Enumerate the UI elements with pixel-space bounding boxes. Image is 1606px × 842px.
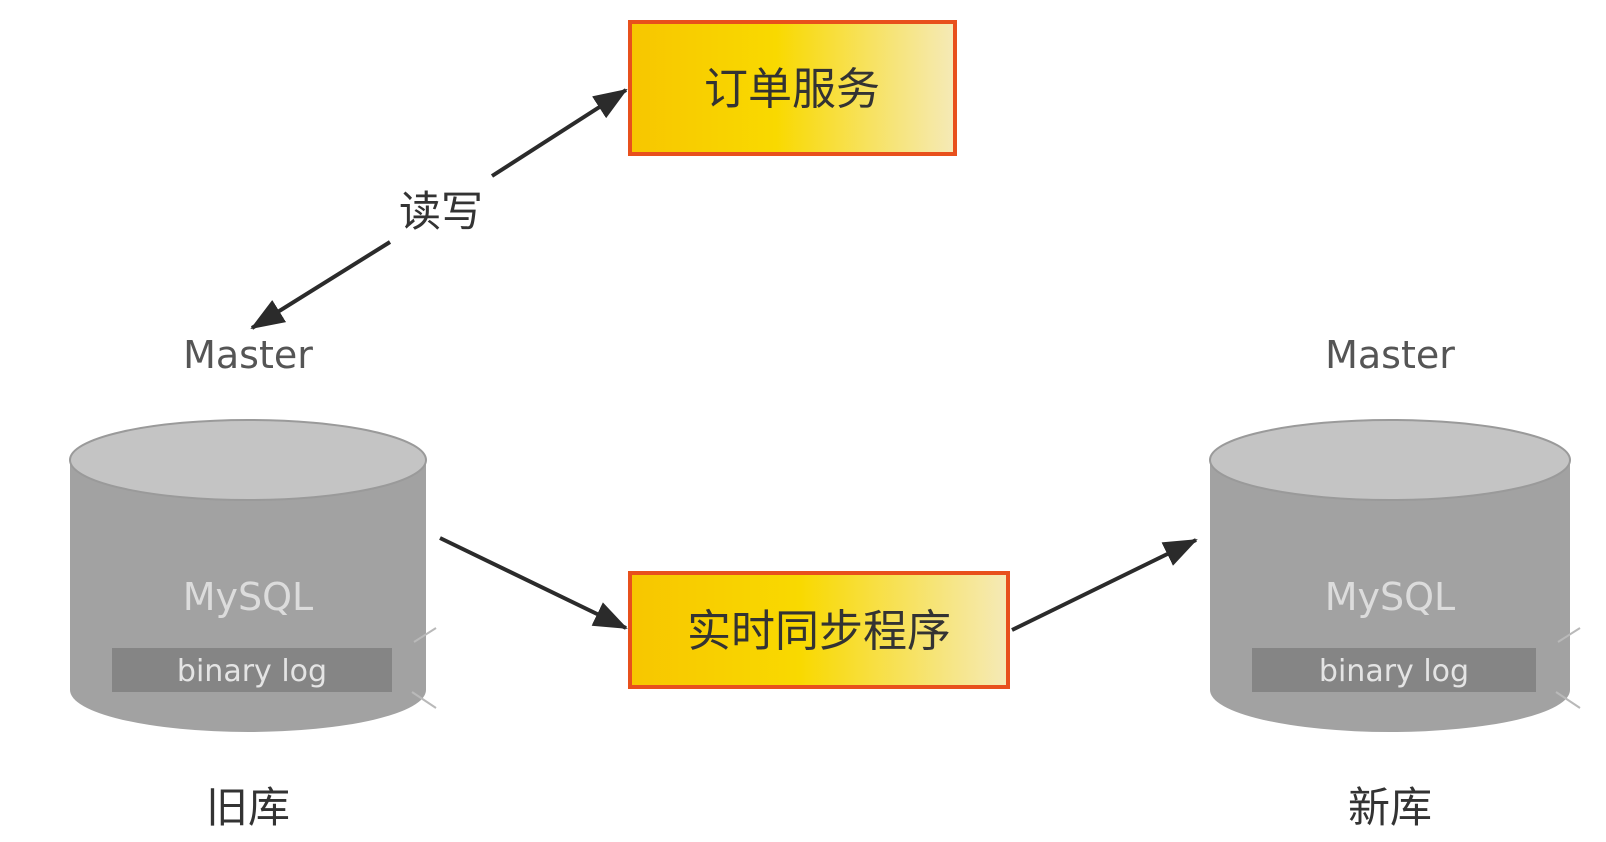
order-service-node: 订单服务 bbox=[628, 20, 957, 156]
sync-to-new-db-arrow bbox=[1011, 538, 1198, 632]
read-write-label: 读写 bbox=[399, 187, 483, 236]
sync-program-label: 实时同步程序 bbox=[687, 606, 951, 657]
new-db-cylinder-icon bbox=[1209, 419, 1581, 732]
order-service-label: 订单服务 bbox=[704, 64, 880, 115]
old-db-role: Master bbox=[183, 333, 313, 377]
new-db-engine: MySQL bbox=[1325, 575, 1455, 619]
old-db-name: 旧库 bbox=[206, 783, 290, 832]
old-db-log: binary log bbox=[177, 654, 327, 689]
old-db-node: Master MySQL binary log 旧库 bbox=[69, 333, 437, 832]
old-db-cylinder-icon bbox=[69, 419, 437, 732]
new-db-name: 新库 bbox=[1348, 783, 1432, 832]
new-db-log: binary log bbox=[1319, 654, 1469, 689]
sync-program-node: 实时同步程序 bbox=[628, 571, 1010, 689]
new-db-role: Master bbox=[1325, 333, 1455, 377]
read-write-arrow-up bbox=[490, 88, 628, 178]
old-db-to-sync-arrow bbox=[439, 536, 628, 630]
read-write-arrow-down bbox=[250, 240, 392, 330]
new-db-node: Master MySQL binary log 新库 bbox=[1209, 333, 1581, 832]
read-write-edge: 读写 bbox=[250, 88, 628, 330]
old-db-engine: MySQL bbox=[183, 575, 313, 619]
